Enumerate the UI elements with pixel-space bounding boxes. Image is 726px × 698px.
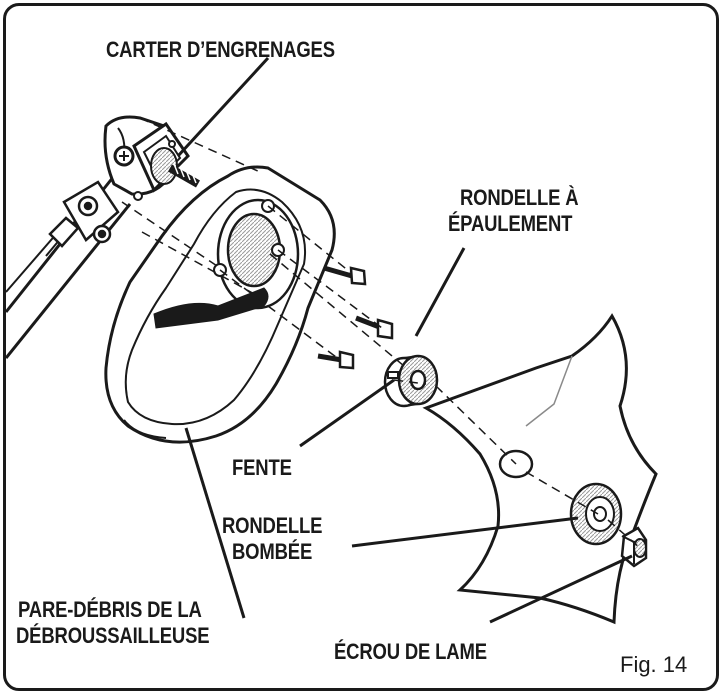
gear-housing-label: CARTER D’ENGRENAGES [106,37,335,62]
shoulder-washer [383,354,439,408]
diagram-frame: CARTER D’ENGRENAGES RONDELLE À ÉPAULEMEN… [3,3,719,691]
cupped-washer-label-line1: RONDELLE [222,513,323,538]
shaft-clamp [48,180,120,248]
cupped-washer [569,482,623,546]
figure-number: Fig. 14 [620,652,688,677]
mounting-screws [317,265,394,370]
cupped-washer-label-line2: BOMBÉE [232,539,313,564]
alignment-lines [121,117,641,549]
shoulder-washer-label-line1: RONDELLE À [460,185,579,210]
leader-lines [176,56,633,624]
exploded-assembly-drawing [6,56,658,625]
trimmer-blade [422,313,658,625]
debris-shield [104,165,336,444]
slot-label: FENTE [232,455,292,480]
shoulder-washer-label-line2: ÉPAULEMENT [448,211,573,236]
blade-nut-label: ÉCROU DE LAME [334,639,487,664]
debris-shield-label-line1: PARE-DÉBRIS DE LA [18,597,202,622]
debris-shield-label-line2: DÉBROUSSAILLEUSE [16,623,210,648]
gear-housing [103,115,200,201]
